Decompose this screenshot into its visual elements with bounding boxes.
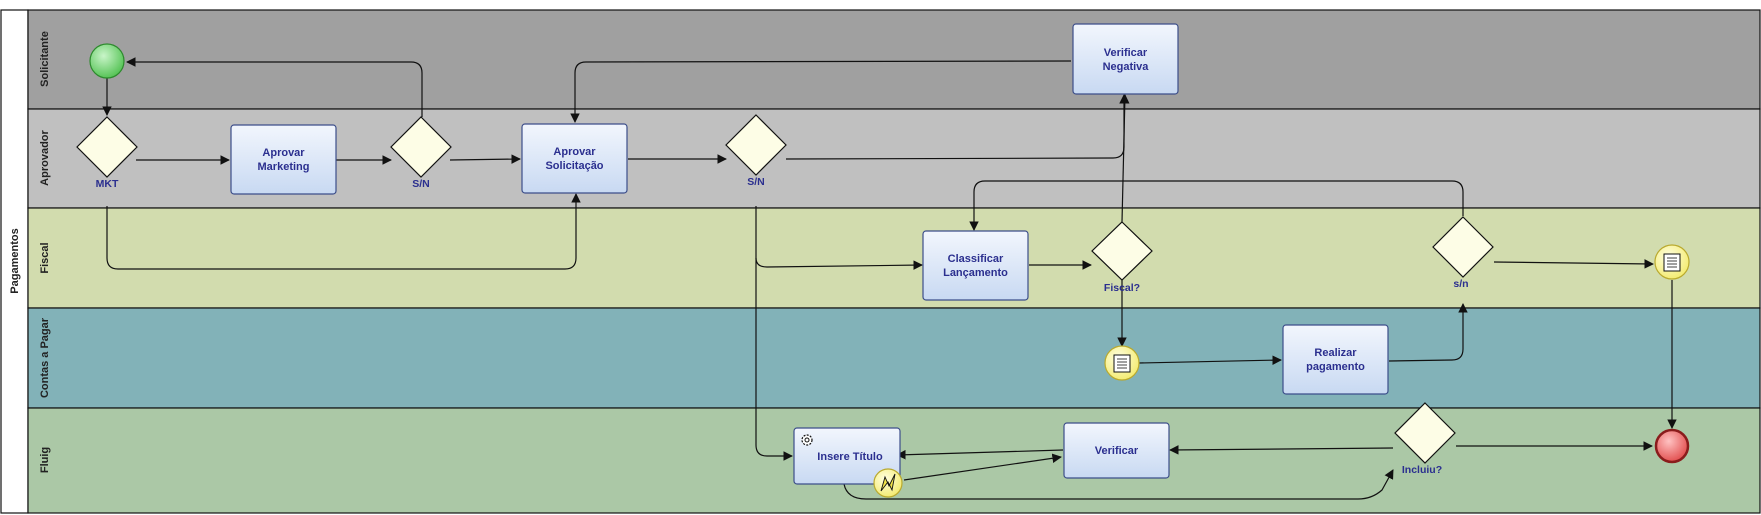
gateway-incluiu[interactable]: Incluiu? (1394, 402, 1456, 476)
task-label: Insere Título (817, 451, 883, 463)
message-event-fiscal[interactable] (1654, 244, 1690, 280)
gateway-diamond (390, 116, 452, 178)
task-box (521, 123, 628, 194)
task-box (1282, 324, 1389, 395)
gateway-label: S/N (747, 176, 765, 188)
lane-aprovador-label: Aprovador (39, 129, 51, 185)
flow-mkt-to-aprovar-solicitacao (106, 193, 581, 270)
task-box (793, 427, 901, 485)
gateway-label: Fiscal? (1104, 282, 1140, 294)
gateway-diamond (1091, 221, 1153, 281)
gateway-sn-solicitacao[interactable]: S/N (725, 114, 787, 188)
task-aprovar-solicitacao[interactable]: Aprovar Solicitação (521, 123, 628, 194)
task-label: Solicitação (545, 160, 603, 172)
gateway-label: Incluiu? (1402, 464, 1442, 476)
flow-sn-back-to-start (126, 57, 423, 117)
flow-insere-titulo-to-incluiu (843, 469, 1394, 500)
start-event-circle (89, 43, 125, 79)
error-boundary-event[interactable] (873, 468, 903, 498)
lane-fiscal: Fiscal (27, 207, 1761, 309)
task-box (1063, 422, 1170, 479)
gateway-label: S/N (412, 178, 430, 190)
gateway-label: s/n (1453, 278, 1468, 290)
task-label: Lançamento (943, 267, 1008, 279)
flow-realizar-to-sn (1388, 303, 1468, 362)
message-event-contas[interactable] (1104, 345, 1140, 381)
gateway-fiscal[interactable]: Fiscal? (1091, 221, 1153, 294)
flow-verificar-negativa-to-aprovar-solicitacao (570, 60, 1072, 123)
flow-verificar-to-insere-titulo (896, 449, 1064, 460)
task-verificar[interactable]: Verificar (1063, 422, 1170, 479)
task-label: Verificar (1104, 47, 1148, 59)
lane-solicitante: Solicitante (27, 9, 1761, 110)
task-label: Verificar (1095, 445, 1139, 457)
task-realizar-pagamento[interactable]: Realizar pagamento (1282, 324, 1389, 395)
lane-contas-body (27, 307, 1761, 409)
task-verificar-negativa[interactable]: Verificar Negativa (1072, 23, 1179, 95)
task-aprovar-marketing[interactable]: Aprovar Marketing (230, 124, 337, 195)
task-label: pagamento (1306, 361, 1365, 373)
end-event-circle (1654, 428, 1690, 464)
sequence-flows (102, 57, 1677, 500)
flow-fiscal-to-verificar-negativa (1119, 94, 1130, 223)
gateway-sn-marketing[interactable]: S/N (390, 116, 452, 190)
gateway-diamond (725, 114, 787, 176)
lane-fiscal-label: Fiscal (39, 242, 51, 273)
gateway-label: MKT (96, 178, 119, 190)
gateway-diamond (1394, 402, 1456, 464)
flow-message-to-realizar (1138, 355, 1282, 365)
lane-contas-label: Contas a Pagar (39, 317, 51, 398)
lane-solicitante-label: Solicitante (39, 31, 51, 87)
flow-incluiu-to-verificar (1169, 445, 1394, 455)
task-label: Marketing (258, 161, 310, 173)
lane-contas-a-pagar: Contas a Pagar (27, 307, 1761, 409)
lane-solicitante-body (27, 9, 1761, 110)
gear-icon (801, 434, 813, 446)
message-icon (1663, 253, 1681, 272)
task-label: Classificar (948, 253, 1004, 265)
task-label: Aprovar (553, 146, 596, 158)
start-event[interactable] (89, 43, 125, 79)
task-classificar-lancamento[interactable]: Classificar Lançamento (922, 230, 1029, 301)
lane-fluig-label: Fluig (39, 447, 51, 473)
task-label: Aprovar (262, 147, 305, 159)
gateway-sn-pagamento[interactable]: s/n (1432, 216, 1494, 290)
pool-label: Pagamentos (9, 228, 21, 293)
task-insere-titulo[interactable]: Insere Título (793, 427, 901, 485)
lane-fiscal-body (27, 207, 1761, 309)
message-icon (1113, 354, 1131, 373)
lightning-icon (880, 473, 896, 492)
task-label: Negativa (1103, 61, 1150, 73)
flow-sn-to-message-fiscal (1493, 259, 1654, 269)
end-event[interactable] (1654, 428, 1690, 464)
gateway-diamond (1432, 216, 1494, 278)
gateway-mkt[interactable]: MKT (76, 116, 138, 190)
task-box (230, 124, 337, 195)
pool-header (0, 9, 29, 514)
task-label: Realizar (1314, 347, 1357, 359)
flow-error-to-verificar (903, 453, 1062, 481)
task-box (922, 230, 1029, 301)
flow-sn-to-classificar-back (969, 180, 1464, 231)
gateway-diamond (76, 116, 138, 178)
flow-sn-to-insere-titulo (755, 258, 793, 461)
task-box (1072, 23, 1179, 95)
flow-sn-to-aprovar-solicitacao (449, 154, 521, 164)
